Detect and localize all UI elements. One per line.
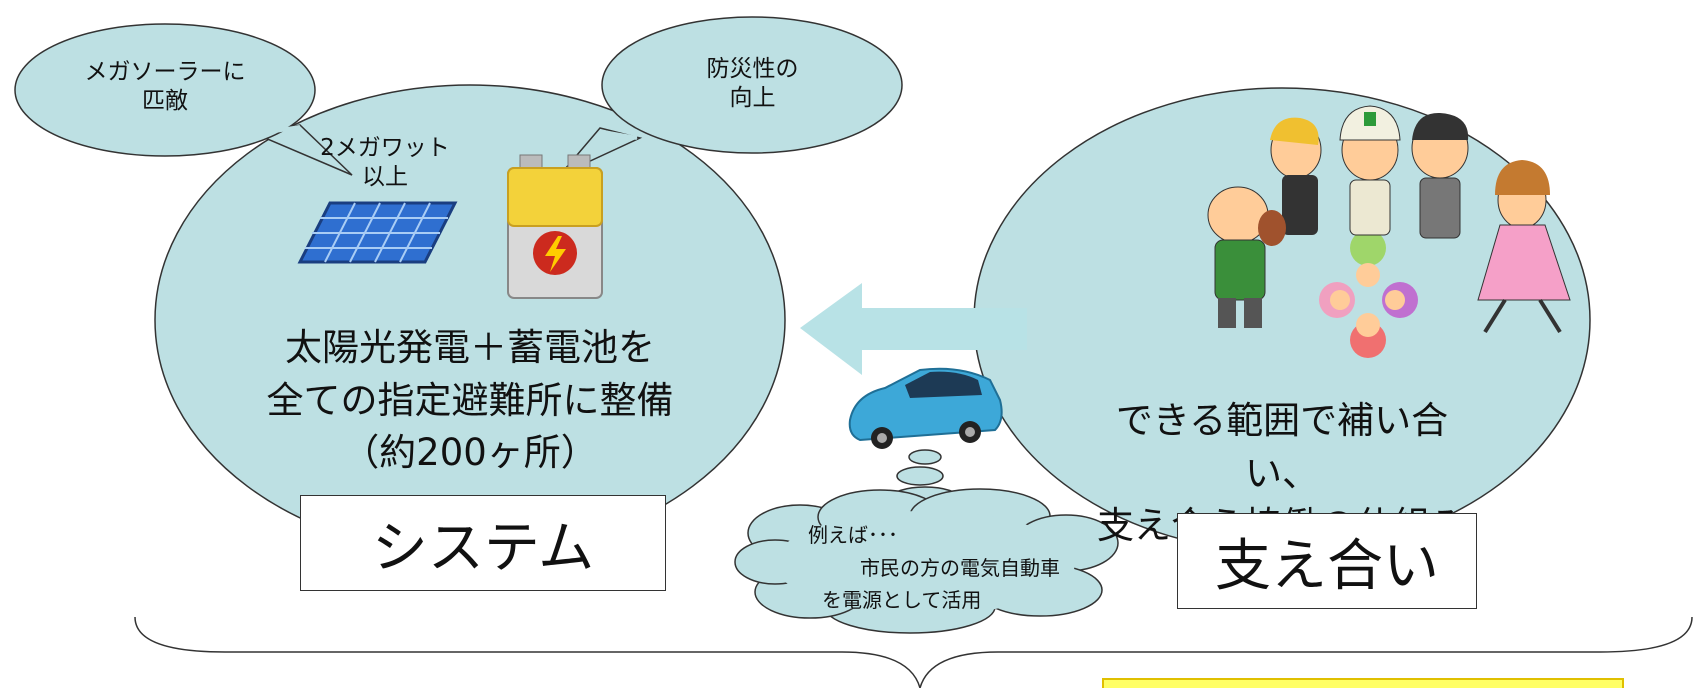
thought-dot-2 bbox=[896, 466, 944, 486]
system-label-box: システム bbox=[300, 495, 666, 591]
system-label: システム bbox=[371, 515, 595, 581]
battery-icon bbox=[507, 154, 603, 299]
support-label-box: 支え合い bbox=[1177, 513, 1477, 609]
speech-bubble-disaster-text: 防災性の 向上 bbox=[706, 56, 799, 111]
thought-dot-1 bbox=[908, 449, 942, 465]
example-cloud bbox=[734, 488, 1119, 634]
cloud-line-1: 例えば･･･ bbox=[808, 523, 898, 547]
solar-panel-icon bbox=[297, 201, 458, 264]
bottom-brace bbox=[134, 616, 1693, 688]
cloud-line-2: 市民の方の電気自動車 bbox=[860, 556, 1060, 580]
highlight-note bbox=[1102, 678, 1624, 688]
speech-bubble-megasolar bbox=[14, 23, 353, 176]
cloud-line-3: を電源として活用 bbox=[822, 588, 982, 612]
left-arrow-icon bbox=[800, 283, 1027, 375]
support-label: 支え合い bbox=[1215, 533, 1439, 599]
solar-caption: 2メガワット 以上 bbox=[320, 135, 450, 190]
speech-bubble-megasolar-text: メガソーラーに 匹敵 bbox=[84, 59, 246, 114]
system-main-text: 太陽光発電＋蓄電池を 全ての指定避難所に整備 （約200ヶ所） bbox=[266, 326, 674, 475]
community-people-icon bbox=[1207, 105, 1571, 358]
electric-car-icon bbox=[848, 367, 1003, 449]
system-bubble bbox=[154, 84, 786, 556]
